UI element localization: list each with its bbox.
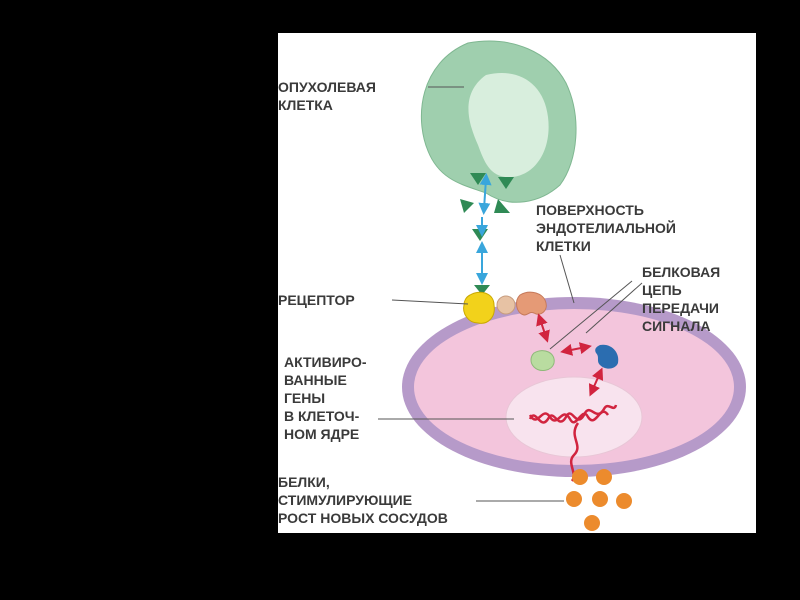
label-activated-genes: АКТИВИРО- ВАННЫЕ ГЕНЫ В КЛЕТОЧ- НОМ ЯДРЕ <box>284 354 367 442</box>
ligand-diffusion-arrows <box>476 173 492 285</box>
leader-lines <box>378 86 643 502</box>
signal-arrows <box>536 313 604 397</box>
label-receptor: РЕЦЕПТОР <box>278 292 355 308</box>
receptor-icon <box>463 291 495 324</box>
growth-proteins <box>566 469 632 531</box>
label-signal-chain: БЕЛКОВАЯ ЦЕПЬ ПЕРЕДАЧИ СИГНАЛА <box>642 264 721 334</box>
signal-protein-1 <box>496 295 516 315</box>
signal-protein-2 <box>516 291 547 316</box>
diagram-graphic <box>378 40 746 531</box>
diagram-panel: ОПУХОЛЕВАЯ КЛЕТКА ПОВЕРХНОСТЬ ЭНДОТЕЛИАЛ… <box>278 33 756 533</box>
label-endothelial-surface: ПОВЕРХНОСТЬ ЭНДОТЕЛИАЛЬНОЙ КЛЕТКИ <box>536 202 676 254</box>
label-growth-proteins: БЕЛКИ, СТИМУЛИРУЮЩИЕ РОСТ НОВЫХ СОСУДОВ <box>278 474 448 526</box>
label-tumor-cell: ОПУХОЛЕВАЯ КЛЕТКА <box>278 79 376 113</box>
signal-protein-4 <box>595 344 619 369</box>
signal-protein-3 <box>530 350 555 371</box>
tumor-nucleus <box>468 72 549 178</box>
